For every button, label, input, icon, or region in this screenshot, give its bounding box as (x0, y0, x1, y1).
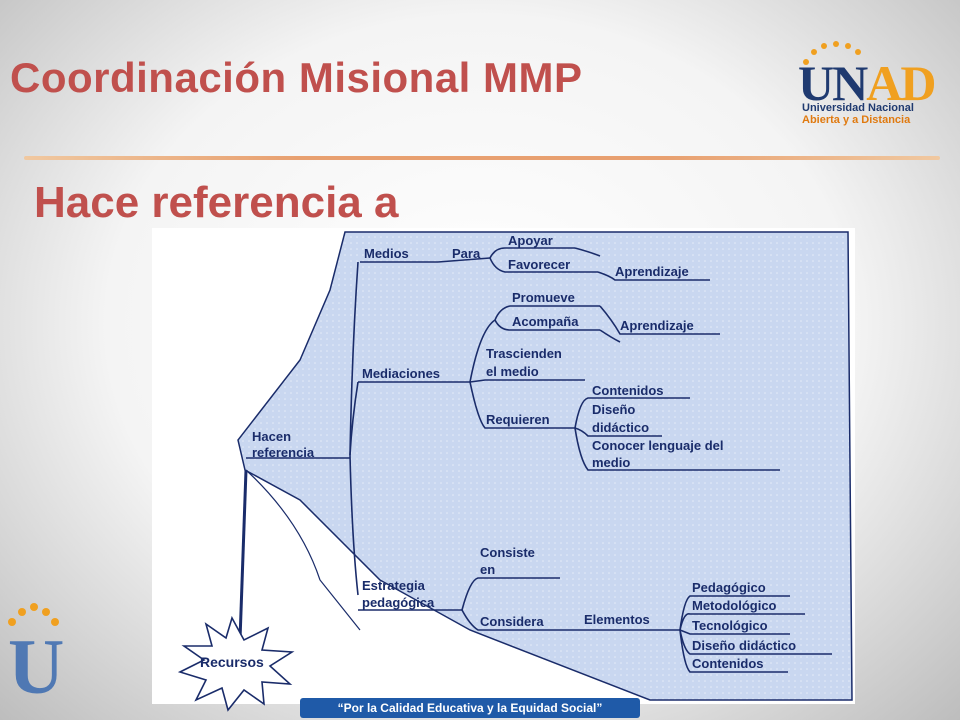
slide-title: Coordinación Misional MMP (10, 54, 583, 101)
root-line-2: referencia (252, 445, 315, 460)
node-medios: Medios (364, 246, 409, 261)
side-u-logo: U (2, 600, 65, 710)
node-para: Para (452, 246, 481, 261)
node-item-contenidos: Contenidos (692, 656, 764, 671)
node-item-tecnologico: Tecnológico (692, 618, 768, 633)
node-consiste-1: Consiste (480, 545, 535, 560)
node-consiste-2: en (480, 562, 495, 577)
node-acompana: Acompaña (512, 314, 579, 329)
node-promueve: Promueve (512, 290, 575, 305)
node-diseno-1: Diseño (592, 402, 635, 417)
mind-map-shape (237, 231, 853, 701)
node-elementos: Elementos (584, 612, 650, 627)
recursos-star-icon (177, 615, 295, 712)
node-aprendizaje-1: Aprendizaje (615, 264, 689, 279)
logo-wordmark: UNAD (798, 55, 936, 111)
node-considera: Considera (480, 614, 544, 629)
logo-dots-icon (803, 41, 861, 65)
unad-logo: UNAD Universidad Nacional Abierta y a Di… (796, 40, 936, 130)
root-line-1: Hacen (252, 429, 291, 444)
node-contenidos-1: Contenidos (592, 383, 664, 398)
node-estrategia-1: Estrategia (362, 578, 426, 593)
node-diseno-2: didáctico (592, 420, 649, 435)
node-conocer-1: Conocer lenguaje del (592, 438, 723, 453)
node-conocer-2: medio (592, 455, 630, 470)
mind-map-connectors (238, 247, 832, 673)
slide-subtitle: Hace referencia a (34, 178, 399, 227)
node-aprendizaje-2: Aprendizaje (620, 318, 694, 333)
node-apoyar: Apoyar (508, 233, 553, 248)
title-divider (24, 156, 940, 160)
node-requieren: Requieren (486, 412, 550, 427)
side-logo-letter: U (8, 623, 65, 710)
node-item-diseno: Diseño didáctico (692, 638, 796, 653)
node-trascienden-1: Trascienden (486, 346, 562, 361)
footer-banner: “Por la Calidad Educativa y la Equidad S… (300, 698, 640, 718)
side-logo-dots-icon (8, 603, 59, 626)
node-estrategia-2: pedagógica (362, 595, 435, 610)
node-item-metodologico: Metodológico (692, 598, 777, 613)
logo-line-2: Abierta y a Distancia (802, 114, 911, 126)
node-trascienden-2: el medio (486, 364, 539, 379)
node-recursos: Recursos (200, 654, 264, 670)
node-favorecer: Favorecer (508, 257, 570, 272)
node-mediaciones: Mediaciones (362, 366, 440, 381)
logo-line-1: Universidad Nacional (802, 102, 914, 114)
node-item-pedagogico: Pedagógico (692, 580, 766, 595)
